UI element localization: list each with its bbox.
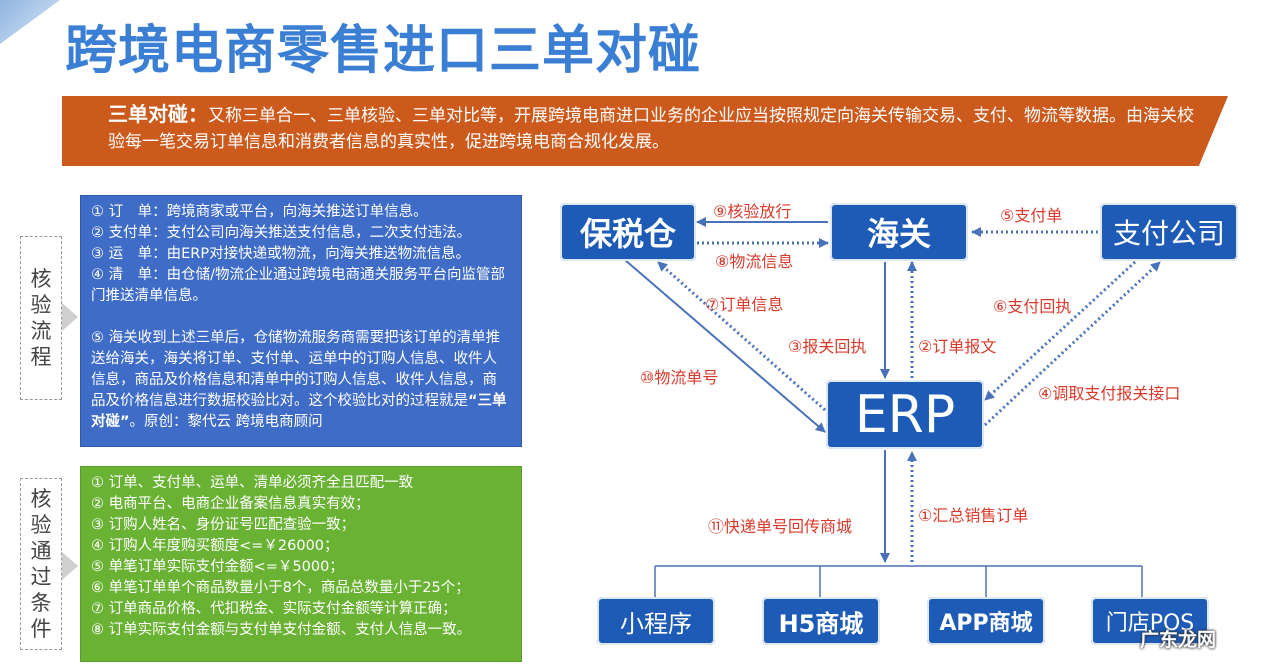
definition-body: 又称三单合一、三单核验、三单对比等，开展跨境电商进口业务的企业应当按照规定向海关…: [108, 106, 1194, 152]
tab-pass-conditions: 核验通过条件: [20, 478, 62, 650]
label-customs-receipt: ③报关回执: [788, 337, 867, 356]
label-logistics-info: ⑧物流信息: [715, 252, 794, 271]
watermark: 广东龙网: [1140, 629, 1217, 651]
node-app-mall: APP商城: [927, 597, 1045, 645]
label-payment-order: ⑤支付单: [1000, 206, 1063, 225]
condition-item: ⑦ 订单商品价格、代扣税金、实际支付金额等计算正确；: [91, 601, 457, 617]
label-release: ⑨核验放行: [713, 202, 792, 221]
channel-bracket: [654, 565, 1143, 597]
condition-item: ④ 订购人年度购买额度<=￥26000；: [91, 538, 339, 554]
tab-arrow-icon: [62, 303, 78, 331]
label-logistics-number: ⑩物流单号: [640, 368, 719, 387]
tab-arrow-icon: [62, 552, 78, 580]
tab-verification-process: 核验流程: [20, 236, 62, 400]
node-customs: 海关: [830, 203, 968, 261]
label-express-number: ⑪快递单号回传商城: [708, 517, 853, 536]
node-payment-company: 支付公司: [1100, 203, 1238, 261]
definition-text: 三单对碰：又称三单合一、三单核验、三单对比等，开展跨境电商进口业务的企业应当按照…: [108, 101, 1198, 155]
condition-item: ③ 订购人姓名、身份证号匹配查验一致；: [91, 517, 356, 533]
node-store-pos: 门店POS: [1091, 597, 1209, 645]
process-item: ① 订 单：跨境商家或平台，向海关推送订单信息。: [91, 204, 428, 220]
condition-item: ⑧ 订单实际支付金额与支付单支付金额、支付人信息一致。: [91, 622, 472, 638]
process-note-term: “三单对碰”: [91, 393, 507, 430]
arrow-logistics-number: [624, 259, 826, 433]
label-payment-interface: ④调取支付报关接口: [1038, 384, 1181, 403]
label-payment-receipt: ⑥支付回执: [993, 297, 1072, 316]
node-bonded-warehouse: 保税仓: [560, 203, 696, 261]
process-item: ③ 运 单：由ERP对接快递或物流，向海关推送物流信息。: [91, 246, 471, 262]
label-order-message: ②订单报文: [918, 337, 997, 356]
definition-term: 三单对碰：: [108, 102, 208, 126]
definition-banner: [62, 96, 1228, 166]
process-item: ② 支付单：支付公司向海关推送支付信息，二次支付违法。: [91, 225, 472, 241]
condition-item: ⑥ 单笔订单单个商品数量小于8个，商品总数量小于25个；: [91, 580, 470, 596]
arrow-payment-receipt: [983, 260, 1137, 402]
node-mini-program: 小程序: [597, 597, 715, 645]
arrow-order-info: [657, 260, 826, 412]
page-title: 跨境电商零售进口三单对碰: [65, 21, 702, 81]
process-box: ① 订 单：跨境商家或平台，向海关推送订单信息。 ② 支付单：支付公司向海关推送…: [80, 195, 522, 447]
condition-item: ① 订单、支付单、运单、清单必须齐全且匹配一致: [91, 475, 414, 491]
node-h5-mall: H5商城: [762, 597, 880, 645]
process-item: ④ 清 单：由仓储/物流企业通过跨境电商通关服务平台向监管部门推送清单信息。: [91, 267, 505, 304]
process-note: ⑤ 海关收到上述三单后，仓储物流服务商需要把该订单的清单推送给海关，海关将订单、…: [91, 330, 507, 430]
condition-item: ⑤ 单笔订单实际支付金额<=￥5000；: [91, 559, 344, 575]
node-erp: ERP: [826, 380, 984, 449]
label-order-info: ⑦订单信息: [705, 295, 784, 314]
condition-item: ② 电商平台、电商企业备案信息真实有效；: [91, 496, 370, 512]
label-sales-summary: ①汇总销售订单: [918, 506, 1029, 525]
conditions-box: ① 订单、支付单、运单、清单必须齐全且匹配一致 ② 电商平台、电商企业备案信息真…: [80, 466, 522, 662]
